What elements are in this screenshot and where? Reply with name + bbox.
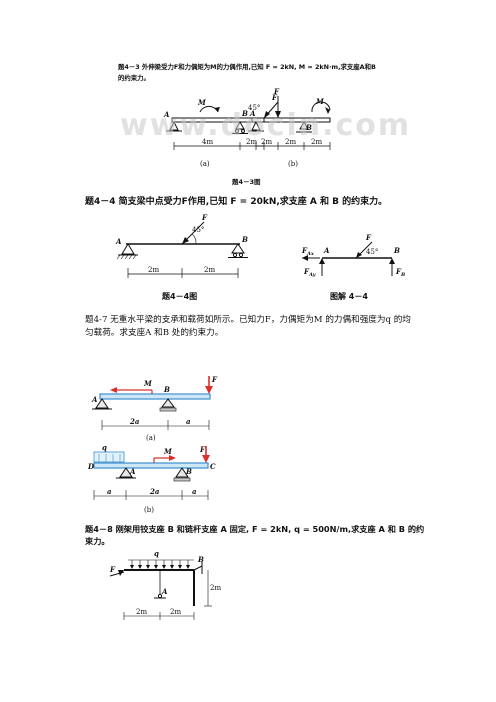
caption-4-3: 题4－3图 [232, 178, 261, 186]
label-f: F [365, 233, 372, 242]
sub-label-b: (b) [144, 506, 154, 514]
angle-label: 45° [248, 104, 260, 112]
label-b: B [197, 555, 204, 564]
figure-4-4: F 45° A B 2m 2m [115, 213, 248, 278]
label-b: B [185, 467, 192, 476]
moment-arc [311, 101, 331, 113]
dim-2: 2m [170, 608, 181, 616]
dim-1: 2m [261, 138, 272, 146]
label-f: F [199, 445, 206, 454]
angle-label: 45° [366, 248, 378, 256]
pin-support-b [175, 467, 189, 478]
dim-height: 2m [210, 584, 221, 592]
label-b: B [305, 123, 312, 132]
label-q: q [154, 549, 159, 558]
figure-4-7a: F M A B 2a a (a) [91, 375, 218, 442]
label-fax: FAx [301, 246, 315, 257]
label-b: B [393, 246, 400, 255]
beam [171, 117, 265, 123]
label-m: M [315, 97, 324, 106]
solution-caption-4-4: 图解 4－4 [330, 292, 368, 301]
sub-label-b: (b) [288, 160, 298, 168]
problem-4-8-text: 题4－8 刚架用铰支座 B 和链杆支座 A 固定, F = 2kN, q = 5… [85, 524, 425, 546]
dim-3: 2m [311, 138, 322, 146]
label-fay: FAy [303, 267, 317, 278]
distributed-load-q [93, 451, 125, 463]
label-m: M [197, 98, 206, 107]
pin-support-a [169, 120, 179, 131]
dim-4m: 4m [202, 138, 213, 146]
label-d: D [87, 462, 95, 471]
dim-2: a [186, 417, 191, 426]
label-b: B [241, 109, 248, 118]
label-a: A [323, 246, 330, 255]
watermark: www.docin.com [120, 108, 412, 143]
label-a: A [161, 587, 168, 596]
label-b: B [163, 385, 170, 394]
sub-label-a: (a) [146, 434, 156, 442]
label-b: B [241, 235, 248, 244]
pin-support-a [121, 243, 135, 255]
figure-4-3b: F M A B 2m 2m 2m (b) [248, 87, 331, 168]
problem-4-4-text: 题4－4 简支梁中点受力F作用,已知 F = 20kN,求支座 A 和 B 的约… [85, 197, 388, 207]
label-m: M [143, 379, 152, 388]
label-a: A [249, 109, 256, 118]
problem-4-7-text: 题4-7 无重水平梁的支承和载荷如所示。已知力F，力偶矩为M 的力偶和强度为q … [85, 315, 411, 338]
label-f: F [109, 565, 116, 574]
figure-4-3a: A B M F 45° 4m 2m (a) [163, 93, 279, 168]
label-f: F [201, 213, 208, 222]
caption-4-4: 题4－4图 [162, 292, 198, 301]
label-a: A [129, 467, 136, 476]
label-q: q [102, 443, 107, 452]
sub-label-a: (a) [200, 160, 210, 168]
label-a: A [91, 395, 98, 404]
pin-support-a [251, 120, 261, 131]
label-f: F [271, 93, 278, 102]
dim-3: a [192, 487, 197, 496]
dim-2: 2m [285, 138, 296, 146]
pin-support-b [161, 398, 175, 408]
dim-1: a [107, 487, 112, 496]
pin-support-a [95, 398, 109, 409]
figure-4-4-solution: FAx FAy A F 45° B FB [301, 233, 405, 278]
label-a: A [163, 110, 170, 119]
roller-support-b [299, 120, 309, 130]
roller-support-b [231, 243, 245, 254]
dim-2: 2m [204, 266, 215, 274]
problem-4-3-text: 题4－3 外伸梁受力F和力偶矩为M的力偶作用,已知 F = 2kN, M = 2… [118, 63, 376, 82]
pin-support-a [119, 467, 133, 478]
roller-support-b [235, 120, 245, 130]
dim-1: 2m [136, 608, 147, 616]
figure-4-7b: q M F D A B C a 2a a (b) [87, 443, 216, 514]
label-fb: FB [395, 267, 405, 278]
label-f: F [211, 375, 218, 384]
label-c: C [210, 462, 216, 471]
dim-2m: 2m [246, 138, 257, 146]
beam [93, 462, 209, 469]
label-a: A [115, 237, 122, 246]
dim-1: 2a [129, 417, 140, 426]
dim-1: 2m [148, 266, 159, 274]
label-m: M [163, 447, 172, 456]
figure-4-8: q F B A 2m 2m 2m [109, 549, 221, 620]
angle-label: 45° [192, 226, 204, 234]
label-f: F [273, 87, 280, 96]
dim-2: 2a [149, 487, 160, 496]
beam [99, 393, 211, 400]
